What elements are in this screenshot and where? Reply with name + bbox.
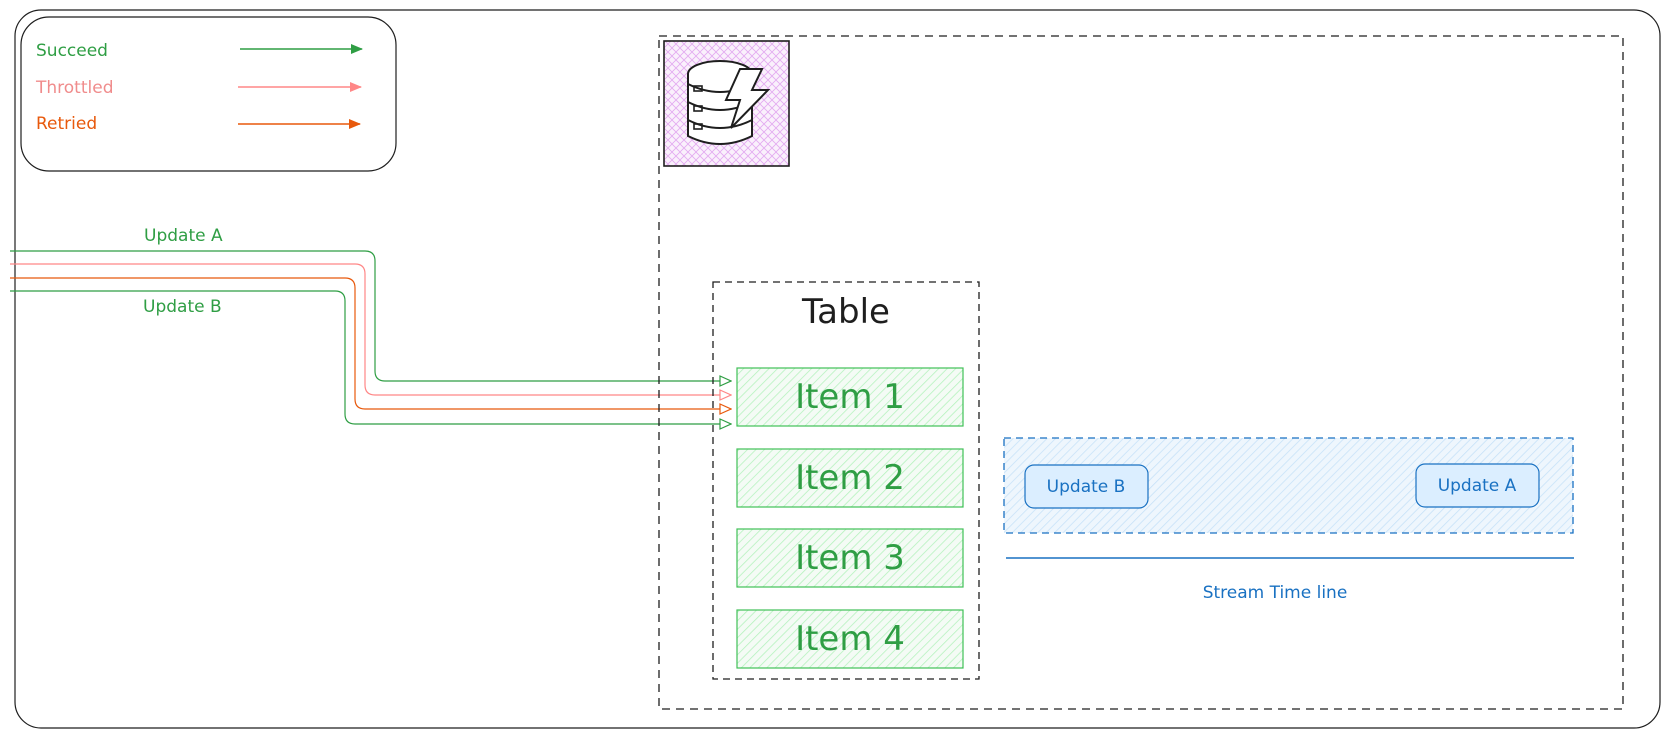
table-item[interactable]: Item 2	[736, 448, 964, 508]
stream-chip-update-b[interactable]: Update B	[1024, 464, 1149, 509]
table-item[interactable]: Item 3	[736, 528, 964, 588]
stream-chip-label: Update A	[1438, 476, 1517, 496]
table-item-label: Item 2	[795, 458, 905, 498]
legend: Succeed Throttled Retried	[20, 16, 397, 172]
table-item-label: Item 1	[795, 377, 905, 417]
dynamodb-database-icon	[663, 40, 790, 167]
flow-label-update-b: Update B	[143, 297, 222, 317]
table-container	[712, 281, 980, 680]
outer-frame	[14, 9, 1661, 729]
table-title: Table	[801, 292, 890, 332]
legend-box	[20, 16, 397, 172]
stream-timeline-label: Stream Time line	[1203, 583, 1348, 603]
flow-line-throttled	[10, 263, 731, 395]
stream-chip-update-a[interactable]: Update A	[1415, 463, 1540, 508]
stream-chip-label: Update B	[1047, 477, 1126, 497]
legend-succeed-label: Succeed	[36, 41, 108, 61]
service-boundary	[658, 35, 1624, 710]
table-item-label: Item 3	[795, 538, 905, 578]
legend-throttled-label: Throttled	[35, 78, 113, 98]
flow-line-retried	[10, 277, 731, 409]
table-item-label: Item 4	[795, 619, 905, 659]
table-item[interactable]: Item 4	[736, 609, 964, 669]
flow-line-update-b	[10, 290, 731, 424]
flow-line-update-a	[10, 250, 731, 381]
legend-retried-label: Retried	[36, 114, 97, 134]
flow-label-update-a: Update A	[144, 226, 223, 246]
table-item[interactable]: Item 1	[736, 367, 964, 427]
